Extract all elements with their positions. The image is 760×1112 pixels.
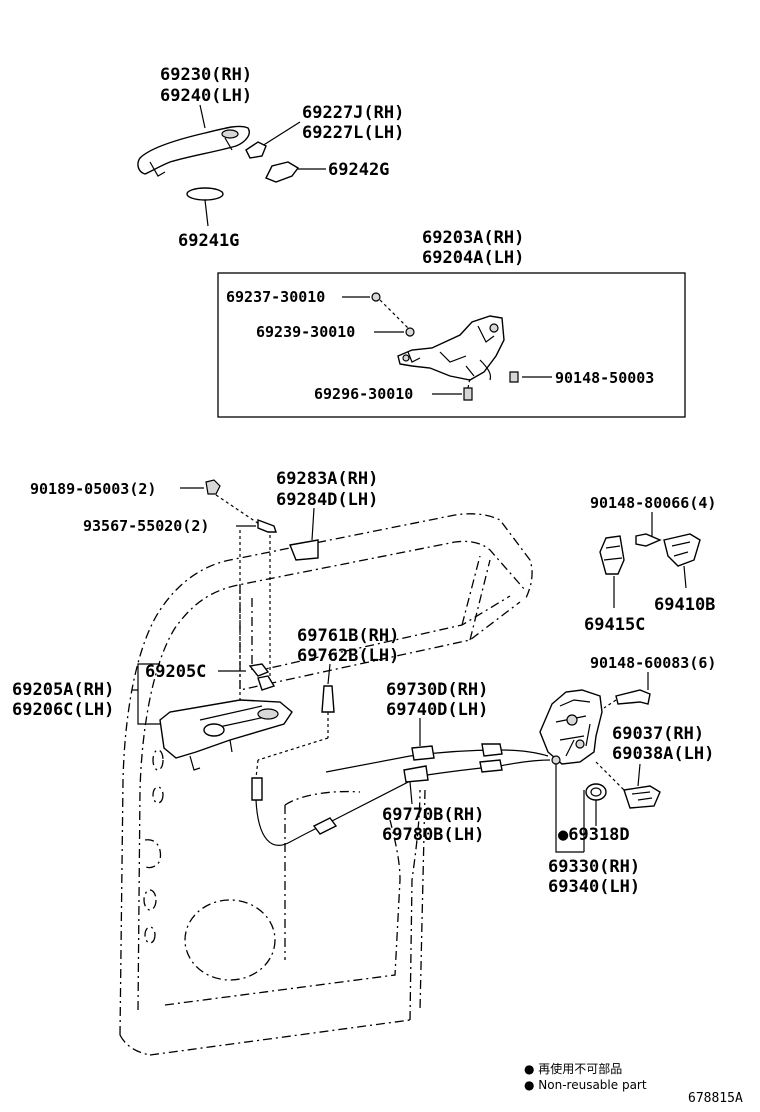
label-69284D[interactable]: 69284D(LH): [276, 490, 378, 510]
label-69296[interactable]: 69296-30010: [314, 385, 413, 403]
door-outline: [119, 513, 533, 1056]
label-90189[interactable]: 90189-05003(2): [30, 480, 156, 498]
cable-69730D: [325, 749, 549, 773]
label-69780B[interactable]: 69780B(LH): [382, 825, 484, 845]
label-69203A[interactable]: 69203A(RH): [422, 228, 524, 248]
label-69227J[interactable]: 69227J(RH): [302, 103, 404, 123]
label-69740D[interactable]: 69740D(LH): [386, 700, 488, 720]
label-69206C[interactable]: 69206C(LH): [12, 700, 114, 720]
cover-69283A: [289, 539, 319, 561]
inside-handle-group: 90189-05003(2) 93567-55020(2) 69283A(RH)…: [12, 469, 378, 771]
lock-rod-clip: [321, 685, 335, 713]
inside-handle: [159, 699, 293, 759]
striker-69410B: [663, 533, 701, 567]
outside-handle: [137, 125, 250, 175]
label-69340[interactable]: 69340(LH): [548, 877, 640, 897]
label-69037[interactable]: 69037(RH): [612, 724, 704, 744]
label-69770B[interactable]: 69770B(RH): [382, 805, 484, 825]
label-69762B[interactable]: 69762B(LH): [297, 646, 399, 666]
handle-cap-small: [245, 141, 267, 159]
label-69205A[interactable]: 69205A(RH): [12, 680, 114, 700]
label-69283A[interactable]: 69283A(RH): [276, 469, 378, 489]
label-69205C[interactable]: 69205C: [145, 662, 206, 682]
screw-69239: [405, 327, 415, 337]
label-69410B[interactable]: 69410B: [654, 595, 715, 615]
label-69227L[interactable]: 69227L(LH): [302, 123, 404, 143]
screw-69237: [371, 292, 381, 302]
label-69204A[interactable]: 69204A(LH): [422, 248, 524, 268]
label-90148-50003[interactable]: 90148-50003: [555, 369, 654, 387]
lock-group: 90148-80066(4) 69410B 69415C 90148-60083…: [539, 494, 716, 897]
label-69242G[interactable]: 69242G: [328, 160, 389, 180]
lock-cover-69037: [623, 785, 661, 809]
label-69237[interactable]: 69237-30010: [226, 288, 325, 306]
label-93567[interactable]: 93567-55020(2): [83, 517, 209, 535]
handle-frame: [397, 315, 505, 381]
label-69241G[interactable]: 69241G: [178, 231, 239, 251]
label-69038A[interactable]: 69038A(LH): [612, 744, 714, 764]
label-90148-80066[interactable]: 90148-80066(4): [590, 494, 716, 512]
handle-frame-group: 69203A(RH) 69204A(LH) 69237-30010 69239-…: [217, 228, 686, 418]
label-69240[interactable]: 69240(LH): [160, 86, 252, 106]
legend-line-jp: ● 再使用不可部品: [524, 1061, 622, 1076]
legend: ● 再使用不可部品 ● Non-reusable part: [524, 1061, 647, 1092]
spacer-69415C: [599, 535, 625, 575]
handle-pad: [186, 187, 224, 201]
screw-69296: [463, 387, 473, 401]
screw-90148-50003: [509, 371, 519, 383]
diagram-code: 678815A: [688, 1091, 743, 1106]
legend-line-en: ● Non-reusable part: [524, 1078, 647, 1092]
label-69730D[interactable]: 69730D(RH): [386, 680, 488, 700]
label-69415C[interactable]: 69415C: [584, 615, 645, 635]
screw-90148-60083: [615, 689, 651, 705]
outside-handle-group: 69230(RH) 69240(LH) 69227J(RH) 69227L(LH…: [137, 65, 404, 251]
label-69330[interactable]: 69330(RH): [548, 857, 640, 877]
cap-69205C: [248, 663, 270, 677]
label-69761B[interactable]: 69761B(RH): [297, 626, 399, 646]
handle-cover: [265, 161, 300, 183]
screw-90148-80066: [635, 533, 662, 547]
screw-93567: [257, 518, 277, 533]
handle-frame-box: [217, 272, 686, 418]
grommet-69318D: [585, 783, 607, 801]
label-90148-60083[interactable]: 90148-60083(6): [590, 654, 716, 672]
label-69230[interactable]: 69230(RH): [160, 65, 252, 85]
label-69318D[interactable]: ●69318D: [558, 825, 630, 845]
cable-group: 69761B(RH) 69762B(LH) 69730D(RH) 69740D(…: [251, 626, 551, 846]
screw-90189: [205, 479, 221, 495]
label-69239[interactable]: 69239-30010: [256, 323, 355, 341]
